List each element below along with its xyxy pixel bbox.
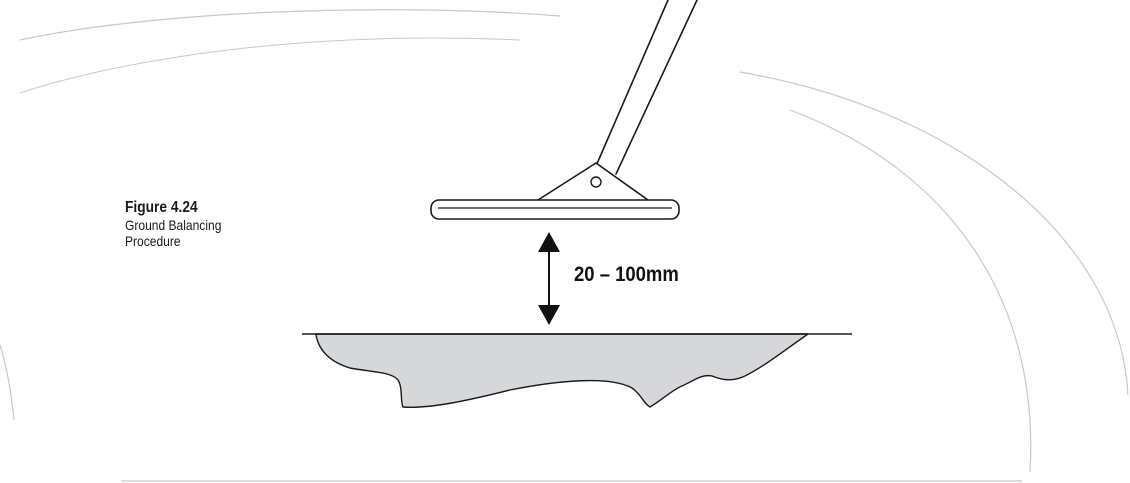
- ground-cross-section: [315, 333, 809, 408]
- mount-pivot-bolt: [590, 176, 602, 188]
- figure-caption: Figure 4.24 Ground Balancing Procedure: [125, 199, 237, 249]
- detector-shaft: [595, 0, 698, 175]
- decorative-swooshes: [0, 9, 1129, 473]
- search-coil: [430, 199, 680, 220]
- height-range-label: 20 – 100mm: [574, 263, 679, 286]
- swoosh-right-inner: [789, 109, 1032, 473]
- height-arrow: [538, 232, 560, 325]
- figure-number: Figure 4.24: [125, 199, 198, 216]
- swoosh-left-edge: [0, 344, 15, 421]
- swoosh-right-outer: [739, 71, 1129, 396]
- arrowhead-down: [538, 305, 560, 325]
- arrowhead-up: [538, 232, 560, 252]
- swoosh-top-1: [19, 9, 561, 41]
- figure-caption-line-2: Procedure: [125, 233, 181, 249]
- swoosh-top-2: [19, 37, 521, 94]
- figure-caption-line-1: Ground Balancing: [125, 217, 222, 233]
